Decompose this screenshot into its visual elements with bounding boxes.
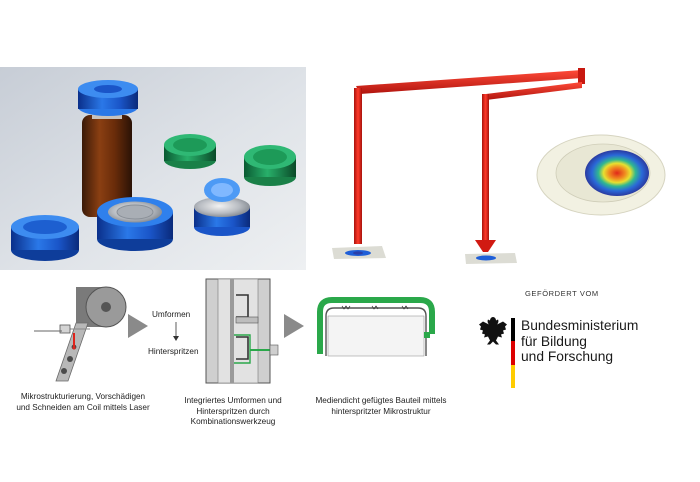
heat-distribution-disc [535,125,670,220]
step-3-caption: Mediendicht gefügtes Bauteil mittels hin… [315,396,447,416]
ministry-name: Bundesministerium für Bildung und Forsch… [521,318,639,364]
funding-header: GEFÖRDERT VOM [525,289,599,298]
hinterspritzen-label: Hinterspritzen [148,347,199,356]
process-arrow-2 [284,314,306,338]
product-photo [0,67,306,270]
process-arrow-1 [128,314,150,338]
down-arrow-icon [172,322,180,342]
step-2-caption: Integriertes Umformen und Hinterspritzen… [184,396,282,426]
sealed-component-illustration [312,294,442,360]
combination-tool-illustration [200,275,280,387]
injection-runner-simulation [320,62,620,267]
german-flag-bar [511,318,515,388]
federal-eagle-icon [476,314,510,348]
umformen-label: Umformen [152,310,191,319]
step-1-caption: Mikrostrukturierung, Vorschädigen und Sc… [16,392,150,412]
laser-coil-illustration [30,285,130,385]
